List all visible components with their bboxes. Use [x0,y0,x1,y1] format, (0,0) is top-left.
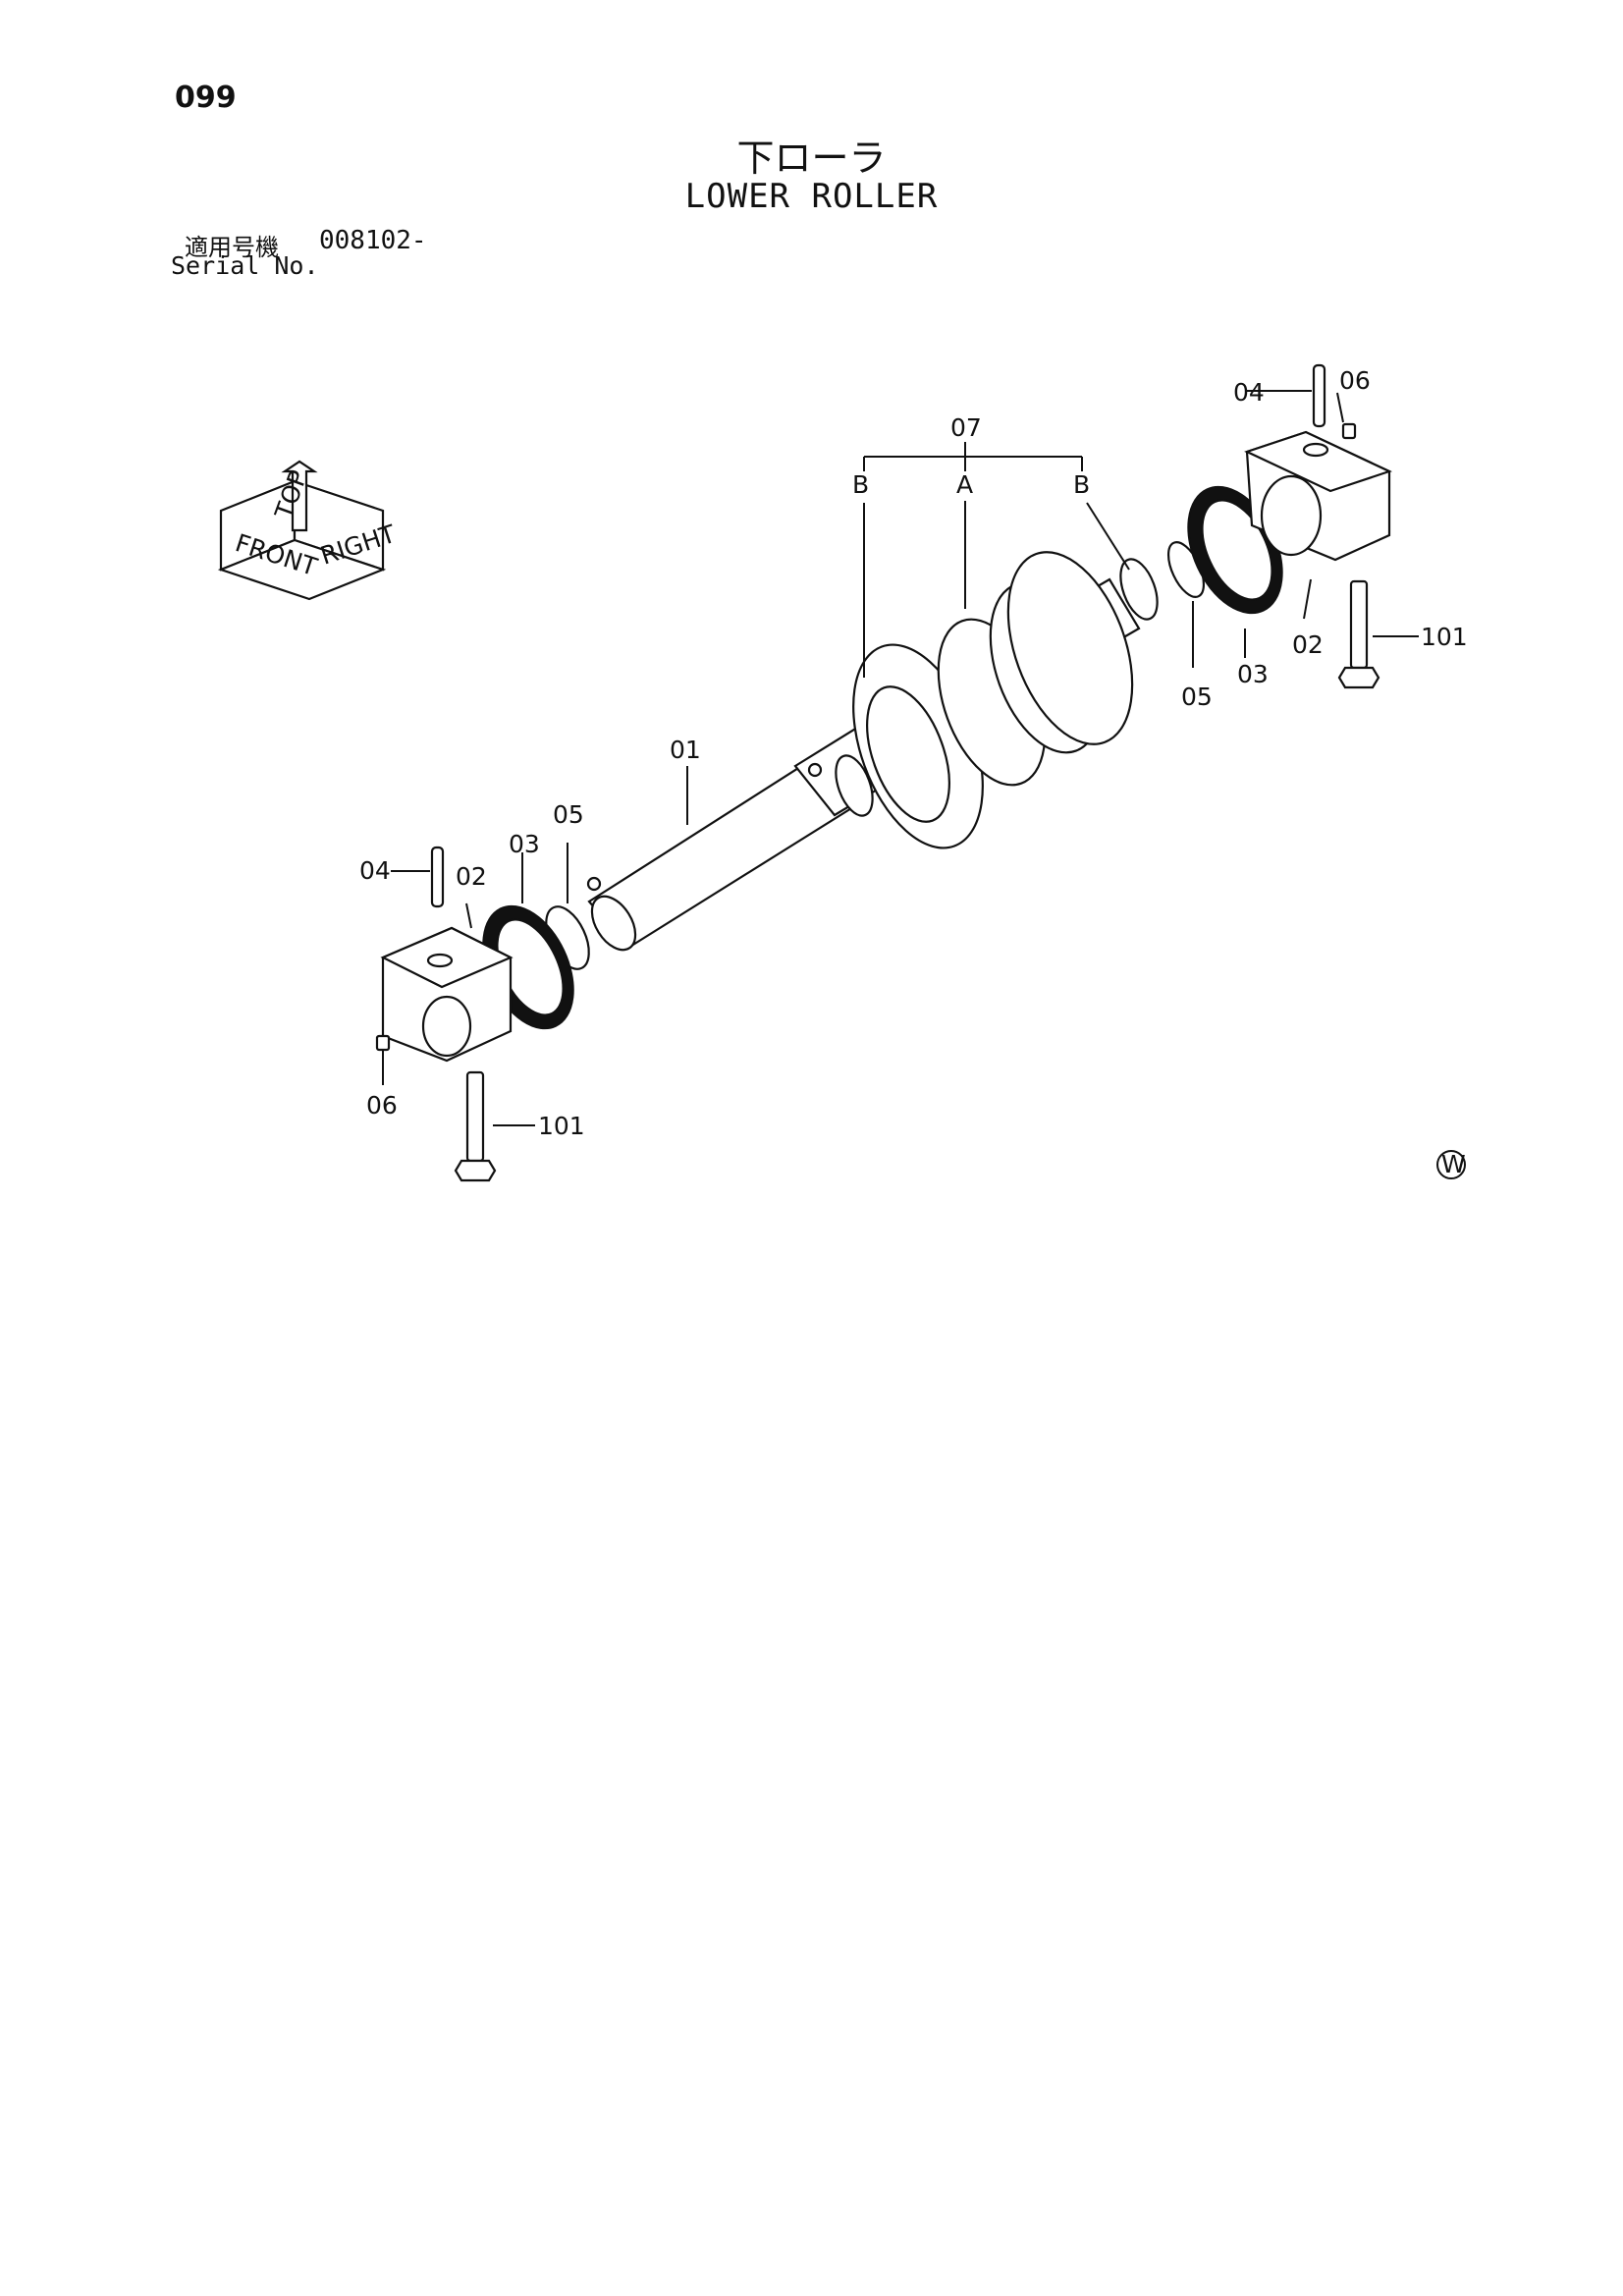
w-mark: W [1436,1150,1466,1179]
sub-label-B-left: B [852,470,869,499]
callout-05-right: 05 [1181,683,1213,711]
callout-02-left: 02 [456,862,487,891]
orientation-cube-icon: TOP FRONT RIGHT [217,460,400,601]
serial-value: 008102- [319,226,427,255]
plug-left [375,1034,391,1052]
pin-right [1312,363,1326,428]
callout-04-left: 04 [359,856,391,885]
sub-label-A: A [956,470,973,499]
serial-label: Serial No. [171,251,319,280]
page-title: LOWER ROLLER [684,177,939,216]
collar-bracket-right [1244,430,1392,562]
callout-02-right: 02 [1292,630,1324,659]
sub-label-B-right: B [1073,470,1090,499]
callout-06-right: 06 [1339,366,1371,395]
callout-05-left: 05 [553,800,584,829]
pin-left [430,846,445,908]
callout-06-left: 06 [366,1091,398,1120]
callout-101-left: 101 [538,1112,585,1140]
floating-seal-left [482,904,574,1030]
roller-body [835,551,1159,849]
callout-01: 01 [670,736,701,764]
bolt-right [1337,579,1380,689]
bolt-left [454,1070,497,1182]
leader-lines [382,390,1419,1126]
page-title-japanese: 下ローラ [736,137,887,180]
w-mark-letter: W [1441,1150,1466,1178]
callout-03-left: 03 [509,830,540,858]
callout-04-right: 04 [1233,378,1265,407]
callout-101-right: 101 [1421,623,1468,651]
callout-07: 07 [950,413,982,442]
callout-03-right: 03 [1237,660,1269,688]
serial-label-japanese: 適用号機 [185,234,279,261]
page-number: 099 [175,81,237,115]
plug-right [1341,422,1357,440]
collar-bracket-left [380,926,514,1063]
